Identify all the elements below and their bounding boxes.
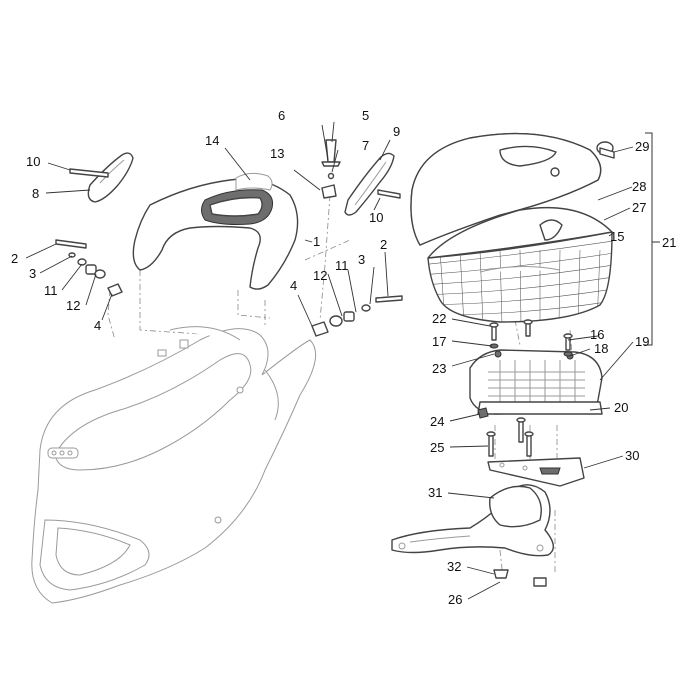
callout-6: 6	[278, 108, 285, 123]
callout-9: 9	[393, 124, 400, 139]
callout-4: 4	[94, 318, 101, 333]
callout-23: 23	[432, 361, 446, 376]
adapter-plate	[487, 457, 585, 487]
callout-4: 4	[290, 278, 297, 293]
callout-8: 8	[32, 186, 39, 201]
callout-28: 28	[632, 179, 646, 194]
rear-carrier-rack	[391, 484, 554, 587]
callout-15: 15	[610, 229, 624, 244]
callout-2: 2	[11, 251, 18, 266]
callout-20: 20	[614, 400, 628, 415]
callout-17: 17	[432, 334, 446, 349]
right-grip	[344, 152, 395, 216]
callout-2: 2	[380, 237, 387, 252]
callout-16: 16	[590, 327, 604, 342]
group-bracket	[645, 132, 660, 346]
callout-13: 13	[270, 146, 284, 161]
callout-31: 31	[428, 485, 442, 500]
callout-12: 12	[66, 298, 80, 313]
seat-cushion	[132, 172, 299, 290]
callout-12: 12	[313, 268, 327, 283]
callout-11: 11	[44, 283, 58, 298]
callout-21: 21	[662, 235, 676, 250]
callout-10: 10	[26, 154, 40, 169]
callout-18: 18	[594, 341, 608, 356]
callout-24: 24	[430, 414, 444, 429]
scooter-body-panel	[31, 326, 317, 604]
callout-3: 3	[29, 266, 36, 281]
leader-lines	[25, 121, 634, 600]
callout-25: 25	[430, 440, 444, 455]
callout-labels: 1 2 2 3 3 4 4 5 6 7 8 9 10 10 11 11 12 1…	[11, 108, 676, 607]
callout-29: 29	[635, 139, 649, 154]
callout-5: 5	[362, 108, 369, 123]
callout-11: 11	[335, 258, 349, 273]
mounting-plate	[469, 349, 603, 415]
callout-30: 30	[625, 448, 639, 463]
top-case-base	[427, 206, 613, 323]
callout-3: 3	[358, 252, 365, 267]
lock-cylinder	[596, 141, 615, 159]
callout-27: 27	[632, 200, 646, 215]
right-hardware	[311, 139, 403, 337]
top-case-lid	[410, 132, 602, 246]
left-grip	[87, 152, 134, 203]
left-hardware	[55, 168, 123, 297]
screws	[477, 319, 573, 457]
callout-22: 22	[432, 311, 446, 326]
callout-7: 7	[362, 138, 369, 153]
callout-14: 14	[205, 133, 219, 148]
callout-32: 32	[447, 559, 461, 574]
callout-10: 10	[369, 210, 383, 225]
callout-19: 19	[635, 334, 649, 349]
callout-26: 26	[448, 592, 462, 607]
callout-1: 1	[313, 234, 320, 249]
